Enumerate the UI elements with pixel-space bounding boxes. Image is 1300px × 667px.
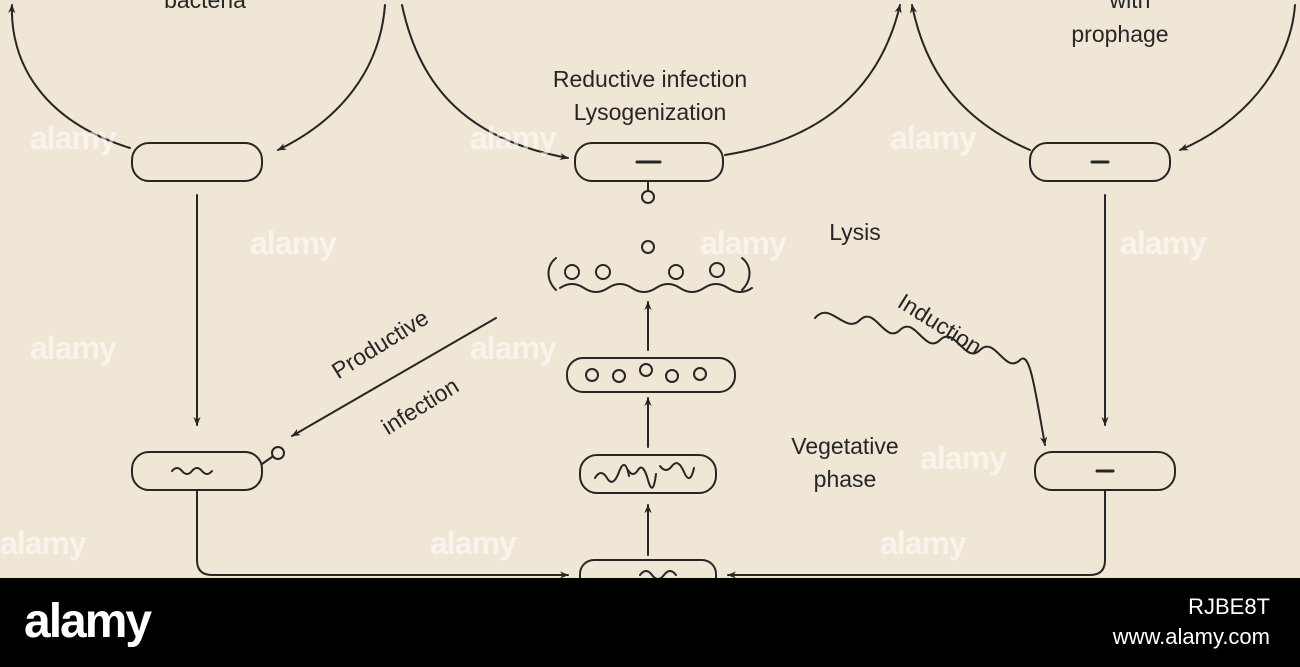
connector-bottom-right (727, 489, 1106, 578)
watermark: alamy (0, 525, 87, 561)
arc-center-left (401, 4, 569, 161)
label-lysis: Lysis (829, 219, 881, 245)
label-lysogenization: Lysogenization (573, 99, 727, 125)
site-url[interactable]: www.alamy.com (1112, 624, 1270, 649)
arc-right-inner (910, 4, 1031, 151)
watermark: alamy (30, 330, 117, 366)
watermark: alamy (30, 120, 117, 156)
bacterium-infected-left (131, 451, 263, 491)
connector-bottom-left (196, 489, 569, 578)
watermark: alamy (1120, 225, 1207, 261)
alamy-logo[interactable]: alamy (24, 595, 152, 648)
watermark: alamy (470, 330, 557, 366)
watermark: alamy (880, 525, 967, 561)
arrow-induction-wavy (814, 311, 1048, 446)
watermark: alamy (700, 225, 787, 261)
arc-left-inner (277, 4, 386, 151)
lysis-wavy-line (559, 283, 753, 293)
bacterium-vegetative-center (579, 454, 717, 494)
label-prophage: prophage (1071, 21, 1169, 47)
phage-lifecycle-diagram: bacteria with prophage Reductive infecti… (0, 0, 1300, 578)
arc-right-outer (1179, 4, 1296, 151)
arc-center-right (724, 4, 902, 156)
phage-attached (271, 446, 285, 460)
label-vegetative: Vegetative (791, 433, 899, 459)
watermark: alamy (250, 225, 337, 261)
diagram-drawing (8, 4, 1296, 578)
bacterium-with-progeny (566, 357, 736, 393)
label-with: with (1109, 0, 1151, 13)
image-id: RJBE8T (1188, 594, 1270, 619)
stock-footer-bar: alamy RJBE8T www.alamy.com (0, 578, 1300, 667)
lysis-bracket-left (547, 257, 557, 291)
watermark: alamy (430, 525, 517, 561)
watermark: alamy (890, 120, 977, 156)
phage-particle (641, 190, 655, 204)
bacterium-left (131, 142, 263, 182)
arc-left-outer (8, 4, 131, 149)
lysis-bracket-right (741, 257, 751, 291)
watermark: alamy (920, 440, 1007, 476)
watermark: alamy (470, 120, 557, 156)
bacterium-right (1029, 142, 1171, 182)
label-reductive-infection: Reductive infection (552, 66, 748, 92)
label-phase: phase (813, 466, 877, 492)
label-bacteria: bacteria (164, 0, 246, 13)
bacterium-bottom-center (579, 559, 717, 578)
arrow-productive-infection (291, 317, 497, 437)
